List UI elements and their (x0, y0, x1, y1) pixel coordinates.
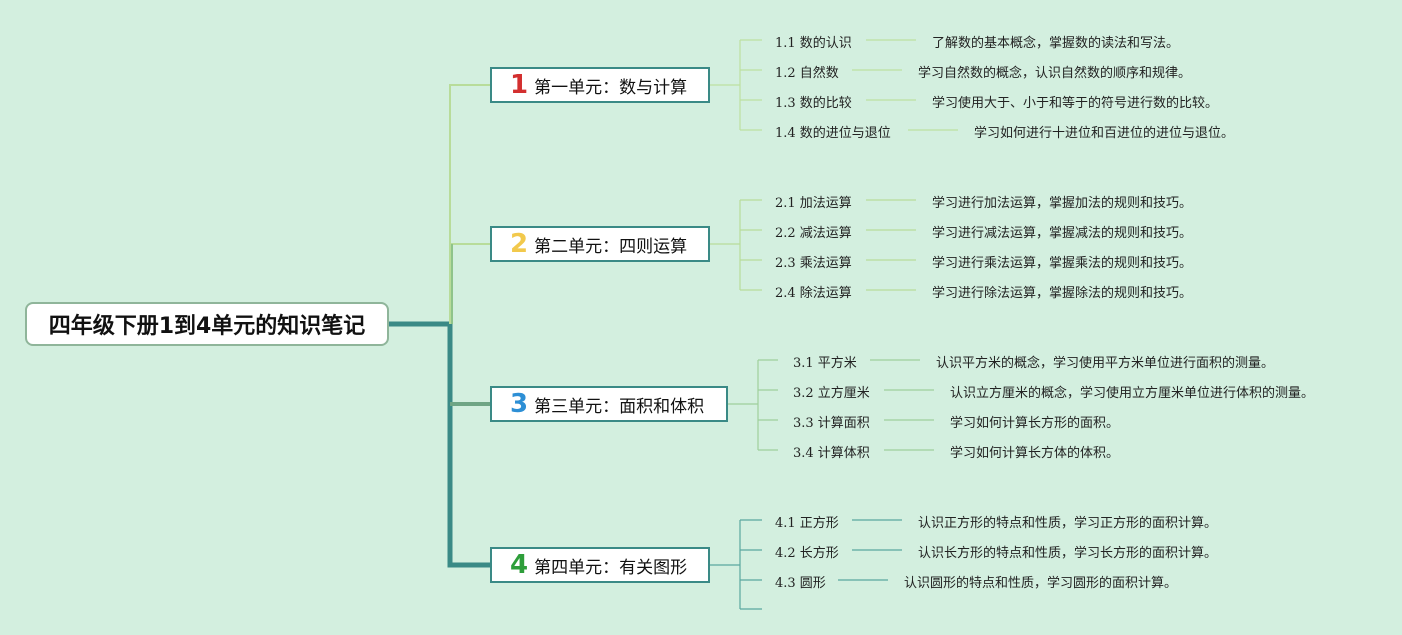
unit3-lesson-connectors (728, 359, 934, 451)
lesson-item[interactable]: 2.4 除法运算 (775, 286, 852, 301)
unit-label-3: 第三单元：面积和体积 (534, 396, 705, 417)
lesson-desc: 认识平方米的概念，学习使用平方米单位进行面积的测量。 (936, 356, 1275, 371)
lesson-desc: 认识长方形的特点和性质，学习长方形的面积计算。 (918, 546, 1218, 561)
lesson-desc: 学习如何计算长方体的体积。 (950, 446, 1120, 461)
lesson-desc: 学习进行除法运算，掌握除法的规则和技巧。 (932, 286, 1193, 301)
lesson-item[interactable]: 2.3 乘法运算 (775, 256, 852, 271)
trunk-vertical-lower (447, 324, 490, 568)
unit-number-4: 4 (510, 550, 529, 580)
lesson-item[interactable]: 3.2 立方厘米 (793, 386, 870, 401)
lesson-desc: 认识立方厘米的概念，学习使用立方厘米单位进行体积的测量。 (950, 386, 1315, 401)
lesson-item[interactable]: 1.2 自然数 (775, 66, 839, 81)
lesson-item[interactable]: 3.4 计算体积 (793, 446, 870, 461)
unit-node-4[interactable]: 4 第四单元：有关图形 (490, 547, 710, 583)
unit-label-4: 第四单元：有关图形 (534, 557, 688, 578)
unit-label-1: 第一单元：数与计算 (534, 77, 688, 98)
unit-number-2: 2 (510, 229, 529, 259)
unit4-lesson-connectors (710, 519, 902, 610)
lesson-item[interactable]: 1.1 数的认识 (775, 36, 852, 51)
unit-node-1[interactable]: 1 第一单元：数与计算 (490, 67, 710, 103)
lesson-item[interactable]: 4.1 正方形 (775, 516, 839, 531)
lesson-item[interactable]: 2.1 加法运算 (775, 196, 852, 211)
unit-node-2[interactable]: 2 第二单元：四则运算 (490, 226, 710, 262)
lesson-item[interactable]: 4.3 圆形 (775, 576, 826, 591)
unit-node-3[interactable]: 3 第三单元：面积和体积 (490, 386, 728, 422)
lesson-desc: 学习使用大于、小于和等于的符号进行数的比较。 (932, 96, 1219, 111)
unit-number-1: 1 (510, 70, 529, 100)
unit-number-3: 3 (510, 389, 529, 419)
lesson-desc: 学习如何进行十进位和百进位的进位与退位。 (974, 126, 1235, 141)
lesson-item[interactable]: 1.3 数的比较 (775, 96, 852, 111)
unit2-lesson-connectors (710, 199, 916, 291)
lesson-item[interactable]: 2.2 减法运算 (775, 226, 852, 241)
lesson-item[interactable]: 3.1 平方米 (793, 356, 857, 371)
lesson-desc: 认识圆形的特点和性质，学习圆形的面积计算。 (904, 576, 1178, 591)
branch-unit1-unit2 (449, 84, 490, 324)
lesson-desc: 了解数的基本概念，掌握数的读法和写法。 (932, 36, 1180, 51)
lesson-desc: 学习进行乘法运算，掌握乘法的规则和技巧。 (932, 256, 1193, 271)
root-topic[interactable]: 四年级下册1到4单元的知识笔记 (25, 302, 389, 346)
lesson-desc: 学习如何计算长方形的面积。 (950, 416, 1120, 431)
unit1-lesson-connectors (710, 39, 958, 131)
lesson-desc: 认识正方形的特点和性质，学习正方形的面积计算。 (918, 516, 1218, 531)
lesson-item[interactable]: 1.4 数的进位与退位 (775, 126, 891, 141)
unit-label-2: 第二单元：四则运算 (534, 236, 688, 257)
lesson-desc: 学习进行加法运算，掌握加法的规则和技巧。 (932, 196, 1193, 211)
lesson-desc: 学习进行减法运算，掌握减法的规则和技巧。 (932, 226, 1193, 241)
lesson-item[interactable]: 4.2 长方形 (775, 546, 839, 561)
lesson-item[interactable]: 3.3 计算面积 (793, 416, 870, 431)
lesson-desc: 学习自然数的概念，认识自然数的顺序和规律。 (918, 66, 1192, 81)
